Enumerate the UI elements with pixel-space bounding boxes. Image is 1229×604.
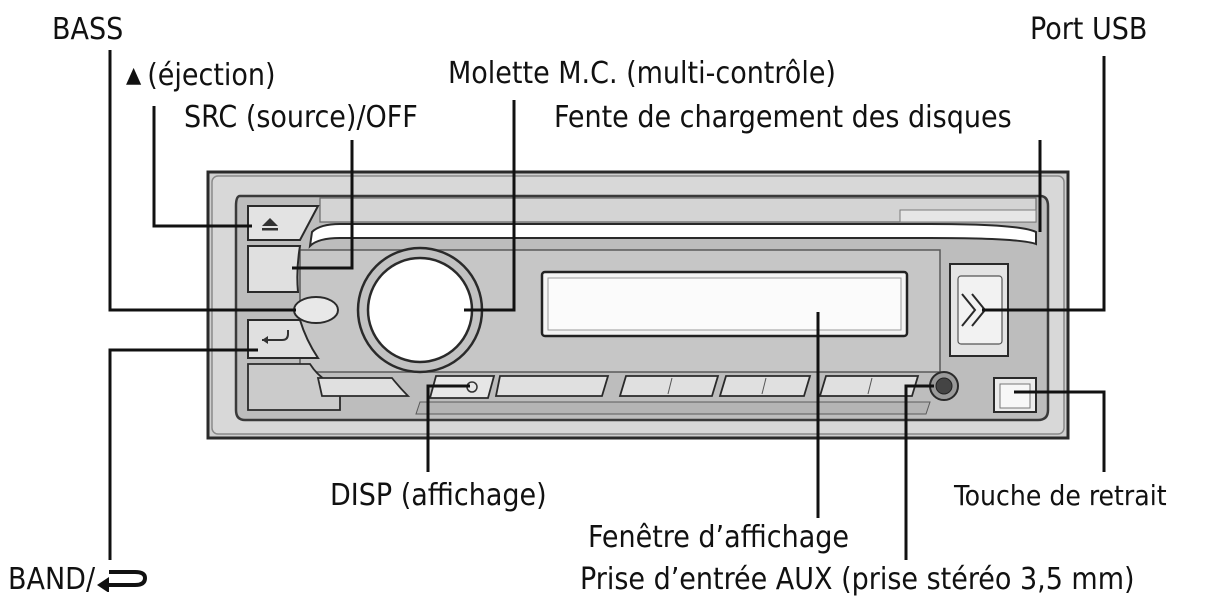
label-band-text: BAND/ — [8, 562, 96, 597]
usb-port[interactable] — [949, 263, 1009, 357]
label-eject-text: (éjection) — [147, 58, 276, 93]
leader-usb — [982, 56, 1106, 312]
leader-bass — [108, 50, 296, 312]
mc-dial[interactable] — [356, 246, 484, 374]
callout-lines — [108, 50, 1106, 560]
label-aux-jack: Prise d’entrée AUX (prise stéréo 3,5 mm) — [580, 562, 1135, 597]
return-arrow-icon — [262, 330, 289, 344]
faceplate — [206, 170, 1070, 440]
label-band: BAND/ — [8, 562, 151, 598]
label-mc-dial: Molette M.C. (multi-contrôle) — [448, 56, 836, 91]
src-button[interactable] — [247, 245, 302, 293]
label-eject: ▲(éjection) — [126, 58, 276, 97]
return-arrow-icon — [97, 569, 148, 592]
label-src: SRC (source)/OFF — [184, 100, 418, 135]
label-detach: Touche de retrait — [954, 479, 1167, 512]
leader-src — [292, 140, 354, 270]
label-display-window: Fenêtre d’affichage — [588, 520, 849, 555]
seek-buttons[interactable] — [494, 375, 610, 397]
preset-buttons-3-4[interactable] — [718, 375, 812, 397]
leader-disp — [426, 384, 470, 472]
leader-detach — [1014, 390, 1106, 472]
label-usb-port: Port USB — [1030, 12, 1148, 47]
label-bass: BASS — [52, 12, 124, 47]
leader-aux — [904, 384, 934, 560]
label-disc-slot: Fente de chargement des disques — [554, 100, 1012, 135]
eject-icon: ▲ — [126, 63, 142, 88]
label-disp: DISP (affichage) — [330, 478, 547, 513]
eject-button[interactable] — [247, 205, 320, 241]
preset-buttons-5-6[interactable] — [818, 375, 920, 397]
preset-buttons-1-2[interactable] — [618, 375, 720, 397]
disc-slot[interactable] — [308, 223, 1037, 249]
leader-eject — [152, 106, 252, 228]
aux-jack[interactable] — [929, 371, 959, 401]
eq-button[interactable] — [316, 377, 411, 397]
leader-mc-dial — [464, 100, 516, 312]
leader-band — [108, 348, 258, 560]
